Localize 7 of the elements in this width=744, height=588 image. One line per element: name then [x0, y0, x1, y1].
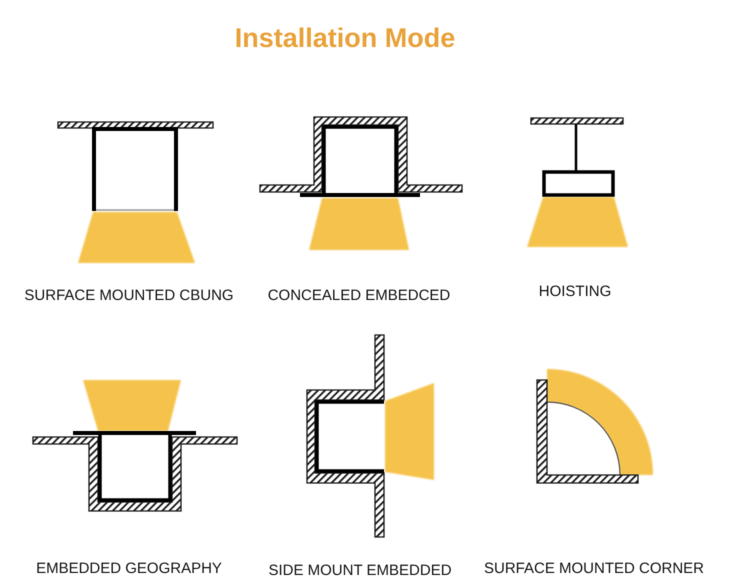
mode-caption: SURFACE MOUNTED CORNER	[484, 560, 704, 578]
mode-caption: EMBEDDED GEOGRAPHY	[36, 560, 222, 578]
mode-caption: CONCEALED EMBEDCED	[268, 287, 450, 305]
mode-caption: SURFACE MOUNTED CBUNG	[24, 287, 234, 305]
mode-caption: HOISTING	[538, 283, 612, 301]
diagram-title: Installation Mode	[234, 22, 456, 54]
mode-caption: SIDE MOUNT EMBEDDED	[268, 562, 452, 580]
